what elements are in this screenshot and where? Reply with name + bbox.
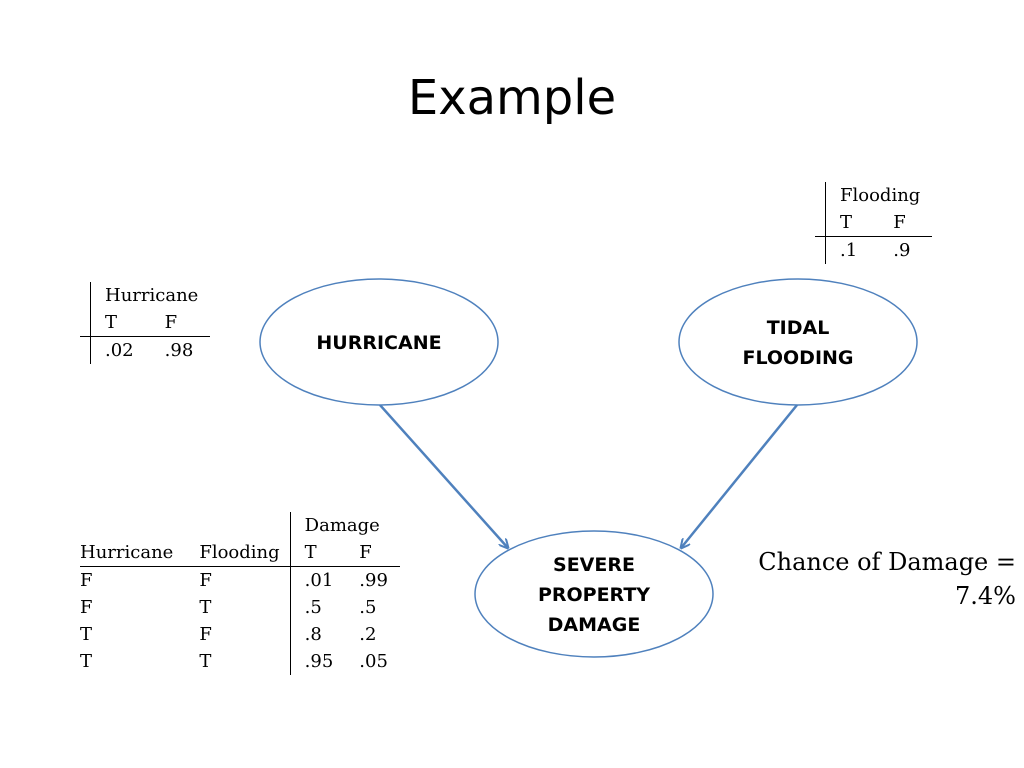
cpt-damage-row1-f: .99	[359, 570, 388, 591]
cpt-hurricane-table: Hurricane T F .02 .98	[80, 282, 211, 364]
cpt-damage-parent-flooding: Flooding	[199, 539, 291, 567]
cpt-damage-state-t: T	[289, 539, 346, 567]
slide-title: Example	[407, 70, 617, 126]
cpt-damage-row2-hurricane: F	[80, 597, 93, 618]
cpt-flooding-prob-t: .1	[825, 236, 880, 264]
node-severe-damage-label-line2: PROPERTY	[538, 584, 650, 606]
node-hurricane[interactable]: HURRICANE	[259, 278, 499, 406]
cpt-damage-row4-hurricane: T	[80, 651, 93, 672]
cpt-damage-row3-hurricane: T	[80, 624, 93, 645]
cpt-damage-row1-flooding: F	[199, 570, 212, 591]
table-row: F F .01 .99	[80, 566, 400, 594]
cpt-damage-row2-flooding: T	[199, 597, 212, 618]
cpt-damage-table: Damage Hurricane Flooding T F F F .01 .9…	[80, 512, 400, 675]
cpt-damage-row1-t: .01	[289, 566, 346, 594]
cpt-damage-row1-hurricane: F	[80, 570, 93, 591]
node-tidal-flooding-label-line1: TIDAL	[767, 317, 830, 339]
cpt-hurricane-state-f: F	[150, 309, 211, 337]
cpt-damage-row2-t: .5	[289, 594, 346, 621]
node-severe-damage-label-line3: DAMAGE	[548, 614, 641, 636]
cpt-damage-row3-flooding: F	[199, 624, 212, 645]
node-tidal-flooding[interactable]: TIDAL FLOODING	[678, 278, 918, 406]
cpt-flooding-prob-f: .9	[893, 240, 911, 261]
cpt-damage-row4-f: .05	[359, 651, 388, 672]
table-row: T F .8 .2	[80, 621, 400, 648]
table-row: F T .5 .5	[80, 594, 400, 621]
chance-of-damage-result: Chance of Damage = 7.4%	[718, 545, 1016, 613]
node-severe-damage[interactable]: SEVERE PROPERTY DAMAGE	[474, 530, 714, 658]
node-hurricane-label: HURRICANE	[316, 332, 441, 354]
cpt-damage-row2-f: .5	[359, 597, 377, 618]
chance-of-damage-label: Chance of Damage =	[758, 548, 1016, 576]
node-hurricane-ellipse	[259, 278, 499, 406]
cpt-hurricane-variable: Hurricane	[90, 282, 211, 309]
edge-flooding-to-damage	[681, 404, 798, 548]
node-severe-damage-label-line1: SEVERE	[553, 554, 635, 576]
edge-hurricane-to-damage	[379, 404, 508, 548]
cpt-hurricane-state-t: T	[89, 309, 151, 337]
chance-of-damage-value: 7.4%	[955, 582, 1016, 610]
table-row: T T .95 .05	[80, 648, 400, 675]
node-tidal-flooding-label-line2: FLOODING	[742, 347, 853, 369]
cpt-damage-row3-f: .2	[359, 624, 377, 645]
cpt-damage-parent-hurricane: Hurricane	[80, 539, 200, 567]
cpt-flooding-variable: Flooding	[825, 182, 933, 209]
cpt-damage-state-f: F	[345, 539, 400, 567]
cpt-damage-row4-flooding: T	[199, 651, 212, 672]
node-tidal-flooding-ellipse	[678, 278, 918, 406]
node-severe-damage-ellipse	[474, 530, 714, 658]
cpt-hurricane-prob-f: .98	[164, 340, 194, 361]
cpt-hurricane-prob-t: .02	[89, 336, 151, 364]
cpt-flooding-state-f: F	[879, 209, 933, 237]
cpt-damage-variable: Damage	[289, 512, 400, 539]
cpt-flooding-table: Flooding T F .1 .9	[815, 182, 933, 264]
cpt-damage-row3-t: .8	[289, 621, 346, 648]
cpt-flooding-state-t: T	[825, 209, 880, 237]
cpt-damage-row4-t: .95	[289, 648, 346, 675]
